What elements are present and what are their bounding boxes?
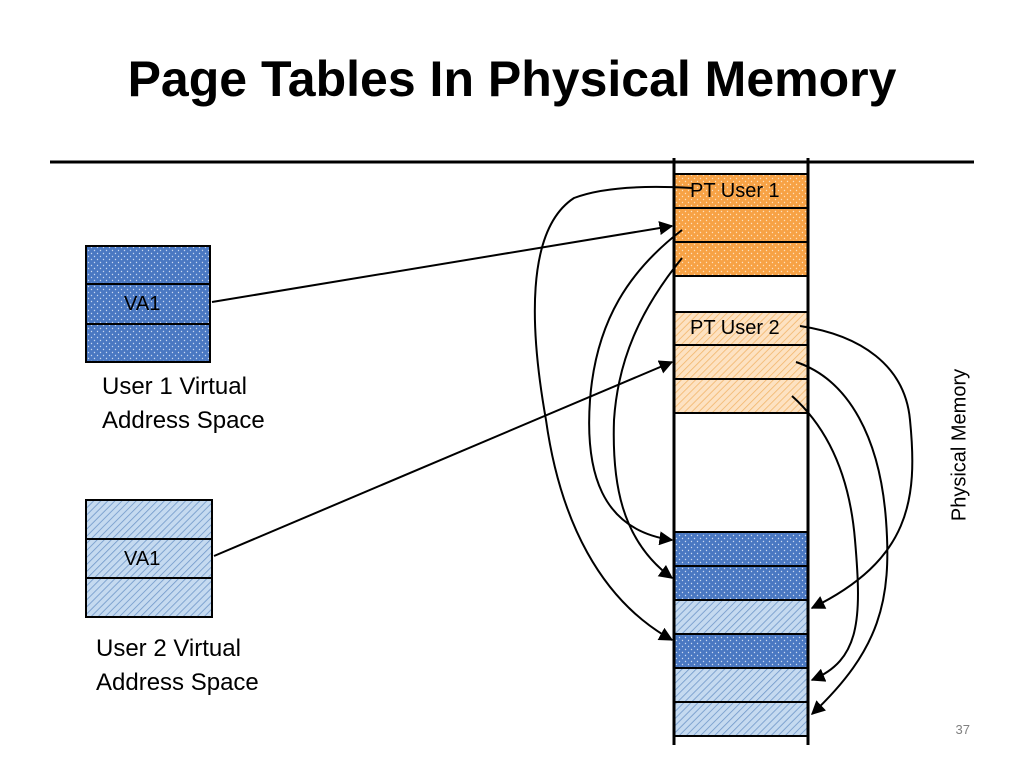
arrow-pt1-entry2-to-frame — [588, 229, 683, 546]
pt-user1-entry-2 — [673, 207, 809, 243]
frame-user2-b — [673, 667, 809, 703]
slide-title: Page Tables In Physical Memory — [127, 51, 897, 107]
user2-address-space: VA1 — [85, 499, 213, 618]
arrow-pt2-entry2-to-frame — [795, 361, 889, 715]
page-number: 37 — [955, 722, 970, 737]
pte-to-frame-arrows — [533, 185, 914, 715]
arrow-user1-va1-to-pt — [211, 221, 674, 303]
frame-user1-a — [673, 531, 809, 567]
frame-user1-b — [673, 565, 809, 601]
frame-user1-c — [673, 633, 809, 669]
user1-caption-line2: Address Space — [102, 407, 265, 434]
user2-caption-line2: Address Space — [96, 669, 259, 696]
user1-row-3 — [85, 323, 211, 363]
user2-va1-label: VA1 — [124, 548, 160, 570]
physical-memory-label: Physical Memory — [948, 368, 971, 522]
user2-row-3 — [85, 577, 213, 618]
frame-user2-c — [673, 701, 809, 737]
user1-va1-label: VA1 — [124, 293, 160, 315]
arrow-pt2-entry3-to-frame — [791, 395, 859, 682]
physical-memory-column: PT User 1 PT User 2 — [672, 158, 810, 745]
pt-user2-entry-2 — [673, 344, 809, 380]
user2-row-va1 — [85, 538, 213, 579]
pt-user2-entry-3 — [673, 378, 809, 414]
pt-user1-label: PT User 1 — [690, 180, 780, 202]
arrow-user2-va1-to-pt — [213, 360, 674, 557]
arrow-pt2-entry1-to-frame — [799, 325, 914, 609]
arrow-pt1-entry1-to-frame — [533, 185, 693, 641]
user1-caption: User 1 Virtual Address Space — [102, 370, 265, 438]
user1-caption-line1: User 1 Virtual — [102, 373, 247, 400]
user1-address-space: VA1 — [85, 245, 211, 363]
user2-row-1 — [85, 499, 213, 540]
user2-caption-line1: User 2 Virtual — [96, 635, 241, 662]
user1-row-1 — [85, 245, 211, 285]
pt-user1-entry-3 — [673, 241, 809, 277]
frame-user2-a — [673, 599, 809, 635]
pt-user2-label: PT User 2 — [690, 317, 780, 339]
user2-caption: User 2 Virtual Address Space — [96, 632, 259, 700]
arrow-pt1-entry3-to-frame — [612, 257, 683, 579]
